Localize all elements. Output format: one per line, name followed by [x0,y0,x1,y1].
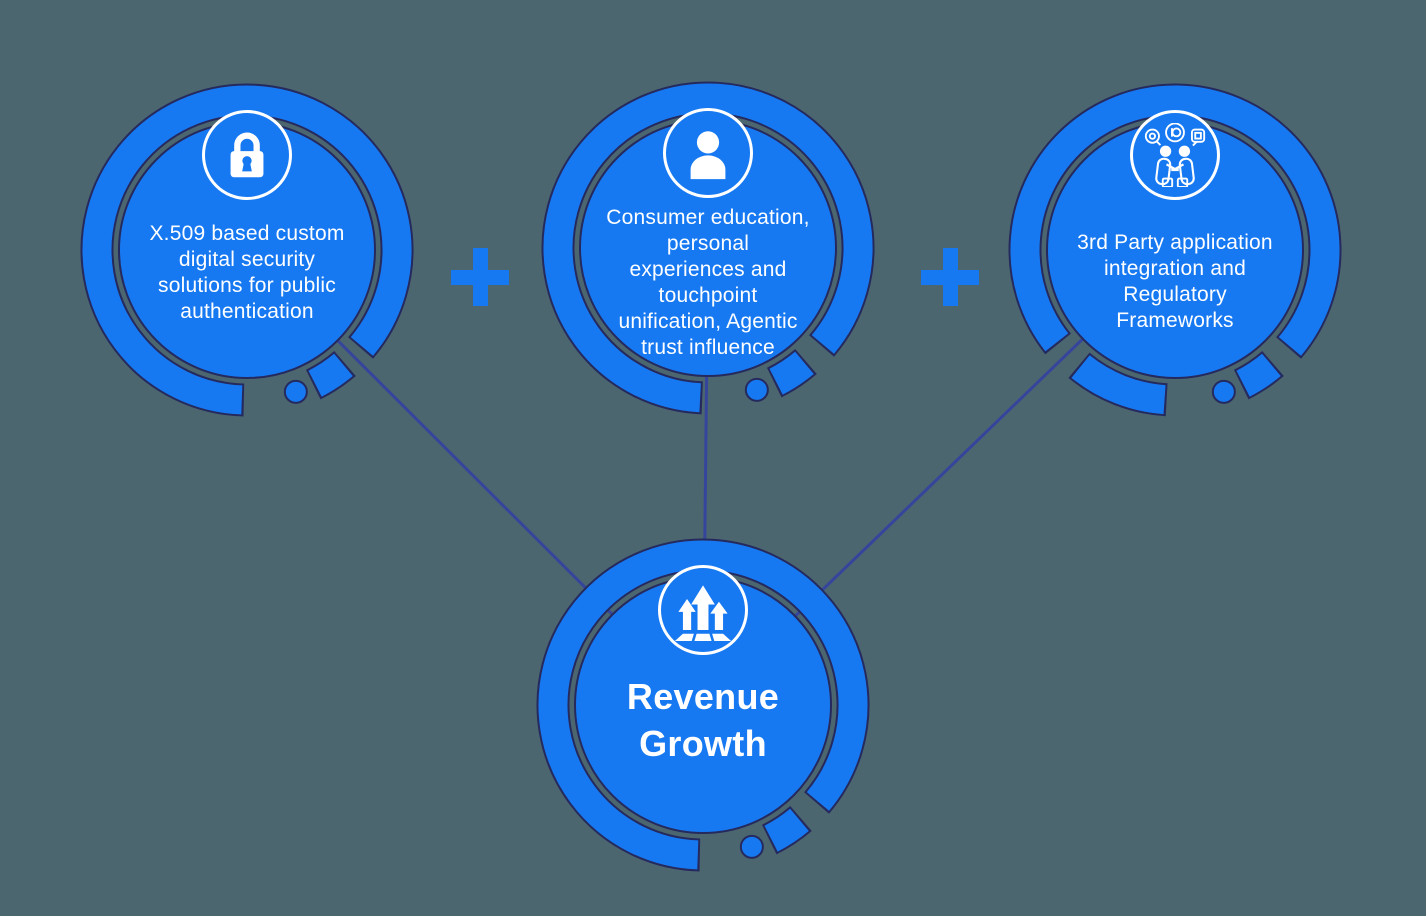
plus-bar [472,248,488,306]
plus-icon [451,248,509,306]
node-ring [541,81,875,415]
icon-badge [1130,110,1220,200]
plus-bar [942,248,958,306]
plus-icon [921,248,979,306]
node-ring [1008,83,1342,417]
icon-badge [658,565,748,655]
lock-icon [230,132,264,178]
handshake-icon [1144,123,1206,187]
node-ring [80,83,414,417]
node-ring [536,538,870,872]
icon-badge [202,110,292,200]
growth-arrows-icon [674,585,732,641]
icon-badge [663,108,753,198]
person-icon [690,131,726,180]
